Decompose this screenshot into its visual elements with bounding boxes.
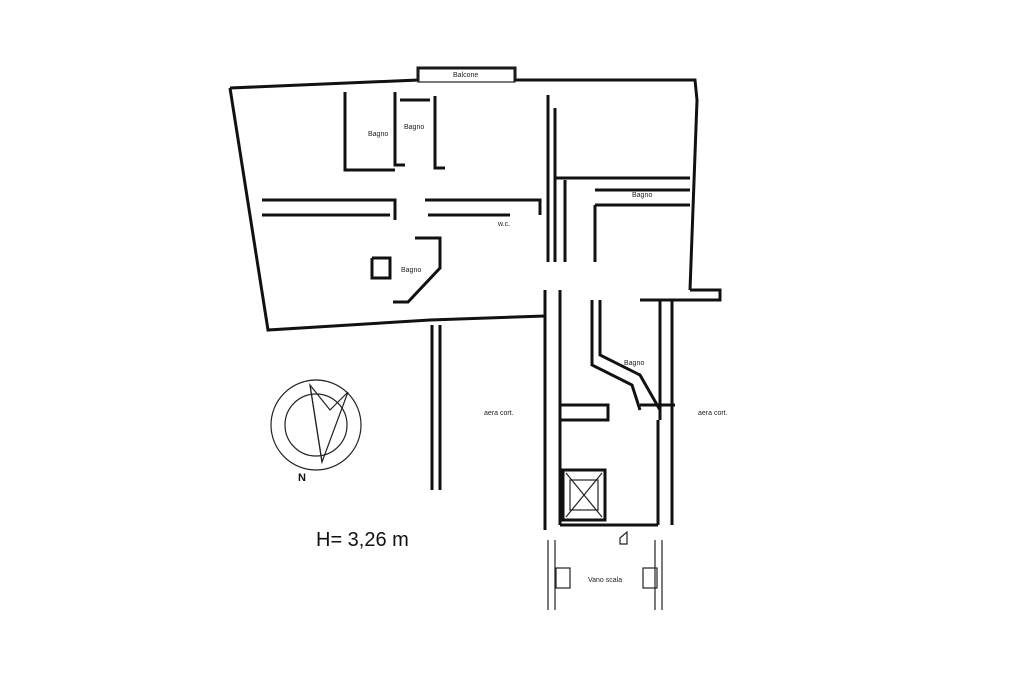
balcony-label: Balcone xyxy=(453,72,478,79)
room-labels: Balcone Bagno Bagno Bagno Bagno Bagno w.… xyxy=(368,72,728,584)
bath-label-2: Bagno xyxy=(404,124,424,131)
bath-label-4: Bagno xyxy=(401,267,421,274)
stair-core xyxy=(543,290,675,610)
stairs-label: Vano scala xyxy=(588,577,622,584)
bath-label-5: Bagno xyxy=(624,360,644,367)
courtyard-walls xyxy=(430,325,442,490)
courtyard-left-label: aera cort. xyxy=(484,410,514,417)
north-label: N xyxy=(298,472,306,484)
courtyard-right-label: aera cort. xyxy=(698,410,728,417)
bath-label-1: Bagno xyxy=(368,131,388,138)
compass-inner-ring xyxy=(284,393,348,457)
outer-walls xyxy=(228,66,722,332)
balcony xyxy=(417,67,516,83)
wc-label: w.c. xyxy=(497,221,510,228)
lift-shaft xyxy=(561,468,607,522)
interior-walls xyxy=(262,92,690,420)
compass-outer-ring xyxy=(270,379,362,471)
bath-label-3: Bagno xyxy=(632,192,652,199)
north-compass: N xyxy=(270,379,362,484)
ceiling-height-note: H= 3,26 m xyxy=(316,529,409,551)
